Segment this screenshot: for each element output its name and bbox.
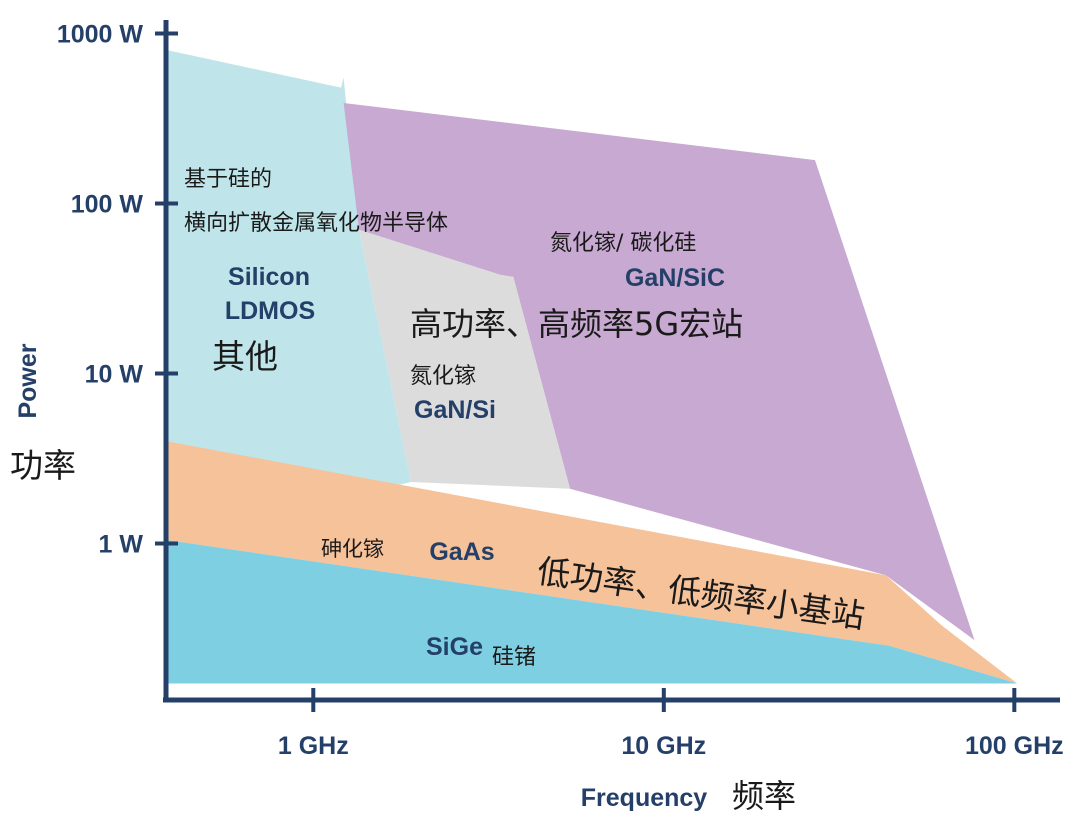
- region-gan-si: [359, 229, 570, 489]
- y-axis-title-cn: 功率: [10, 446, 76, 485]
- ldmos-cn-label-line1: 基于硅的: [184, 167, 272, 192]
- y-tick-label: 10 W: [85, 360, 144, 388]
- y-tick-label: 100 W: [71, 190, 144, 218]
- x-axis-title: Frequency: [581, 784, 708, 812]
- ldmos-cn-label-line2: 横向扩散金属氧化物半导体: [184, 211, 448, 236]
- ldmos-other-label: 其他: [212, 337, 278, 376]
- sige-cn-label: 硅锗: [492, 645, 536, 670]
- gaas-cn-label: 砷化镓: [321, 537, 384, 561]
- gaas-en-label: GaAs: [429, 538, 494, 566]
- y-axis-title: Power: [14, 343, 42, 418]
- region-gaas: [166, 441, 1018, 684]
- x-tick-label: 10 GHz: [621, 732, 706, 760]
- region-sige: [166, 539, 1018, 684]
- high-power-label: 高功率、高频率5G宏站: [410, 305, 743, 343]
- gansi-en-label: GaN/Si: [414, 396, 496, 424]
- ldmos-en-label-line1: Silicon: [228, 263, 310, 291]
- x-tick-label: 100 GHz: [965, 732, 1064, 760]
- technology-regions: [166, 49, 1018, 684]
- gansic-cn-label: 氮化镓/ 碳化硅: [550, 231, 696, 256]
- y-tick-label: 1000 W: [57, 20, 144, 48]
- gansic-en-label: GaN/SiC: [625, 264, 725, 292]
- sige-en-label: SiGe: [426, 633, 483, 661]
- region-ldmos: [166, 49, 411, 540]
- region-gan-sic: [343, 103, 975, 641]
- axis-ticks: 1 W 10 W 100 W 1000 W 1 GHz 10 GHz 100 GHz: [57, 20, 1064, 760]
- y-tick-label: 1 W: [99, 530, 144, 558]
- x-axis-title-cn: 频率: [732, 777, 796, 815]
- ldmos-en-label-line2: LDMOS: [225, 297, 315, 325]
- x-tick-label: 1 GHz: [278, 732, 349, 760]
- gansi-cn-label: 氮化镓: [410, 364, 476, 389]
